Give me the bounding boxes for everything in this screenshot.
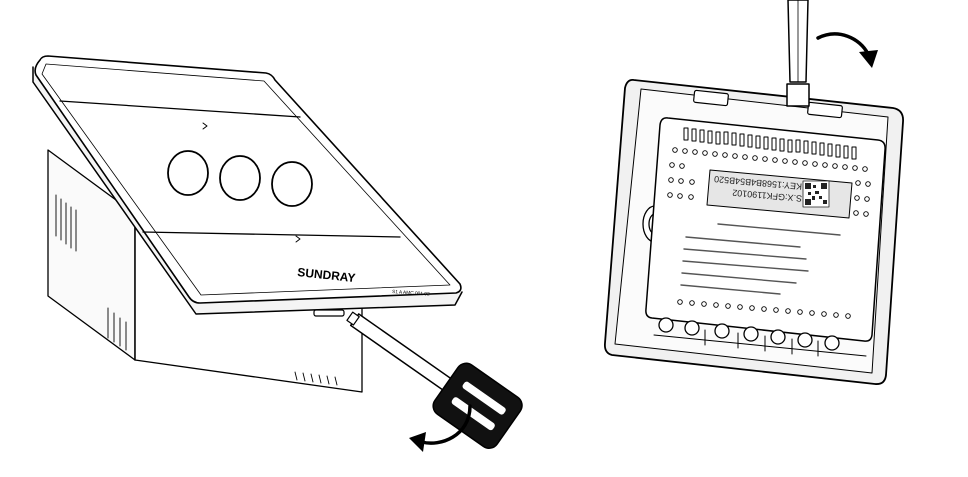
screwdriver-right: [786, 0, 810, 107]
rotate-arrow-left: [409, 404, 472, 452]
touch-button-1: [167, 150, 209, 196]
vent-holes: [667, 147, 871, 319]
spec-print-lines: [680, 223, 841, 295]
button-split-line-upper: [59, 100, 301, 118]
screwdriver-shaft: [349, 313, 454, 393]
qr-code: [802, 180, 830, 208]
model-label: S1 A AMC 001 02: [392, 289, 430, 298]
switch-back-assembly: S.X:GFK1190102 KEY:1568B4B54B520: [603, 79, 904, 385]
button-split-line-lower: [142, 231, 401, 238]
release-slot: [313, 309, 345, 317]
rotate-arrow-right: [816, 32, 878, 68]
screwdriver-left: [346, 311, 523, 449]
switch-front-assembly: SUNDRAY S1 A AMC 001 02: [32, 55, 463, 393]
top-comb: [683, 127, 857, 160]
terminal-screws: [658, 317, 840, 351]
touch-button-3: [271, 161, 313, 207]
touch-button-2: [219, 155, 261, 201]
back-module: [645, 117, 886, 342]
frame-clips: [693, 89, 843, 119]
serial-sticker: S.X:GFK1190102 KEY:1568B4B54B520: [706, 169, 853, 219]
touch-button-indicators: [167, 150, 313, 207]
brand-logo: SUNDRAY: [297, 265, 356, 285]
